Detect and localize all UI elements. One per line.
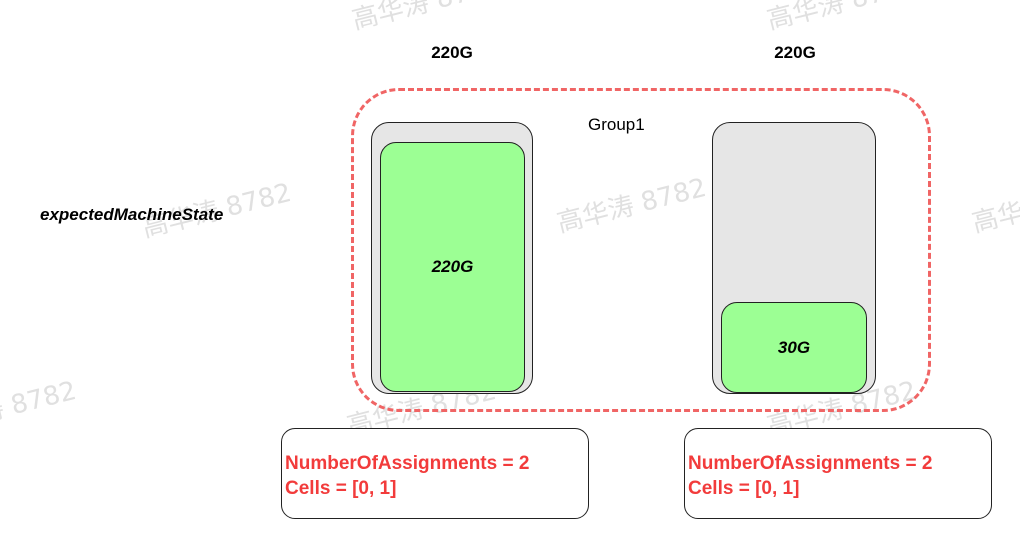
machine-1-info-box: NumberOfAssignments = 2 Cells = [0, 1] bbox=[281, 428, 589, 519]
watermark: 高华涛 8782 bbox=[0, 375, 80, 442]
machine-1-cells-text: Cells = [0, 1] bbox=[285, 478, 397, 499]
group-box bbox=[351, 88, 931, 412]
watermark: 高华涛 8782 bbox=[764, 0, 920, 36]
machine-2-info-box: NumberOfAssignments = 2 Cells = [0, 1] bbox=[684, 428, 992, 519]
machine-2-allocation: 30G bbox=[721, 302, 867, 393]
watermark: 高华涛 8782 bbox=[349, 0, 505, 36]
watermark: 高华涛 8782 bbox=[969, 173, 1020, 239]
state-label: expectedMachineState bbox=[40, 205, 224, 224]
machine-1-allocation: 220G bbox=[380, 142, 525, 392]
machine-2-allocation-label: 30G bbox=[777, 337, 811, 357]
machine-1-allocation-label: 220G bbox=[431, 257, 474, 276]
machine-2-cells-text: Cells = [0, 1] bbox=[688, 478, 800, 499]
machine-2-capacity-label: 220G bbox=[774, 43, 816, 62]
group-label: Group1 bbox=[588, 115, 645, 134]
machine-1-assignments-text: NumberOfAssignments = 2 bbox=[285, 453, 530, 474]
machine-2-assignments-text: NumberOfAssignments = 2 bbox=[688, 453, 933, 474]
machine-1-capacity-label: 220G bbox=[431, 43, 473, 62]
